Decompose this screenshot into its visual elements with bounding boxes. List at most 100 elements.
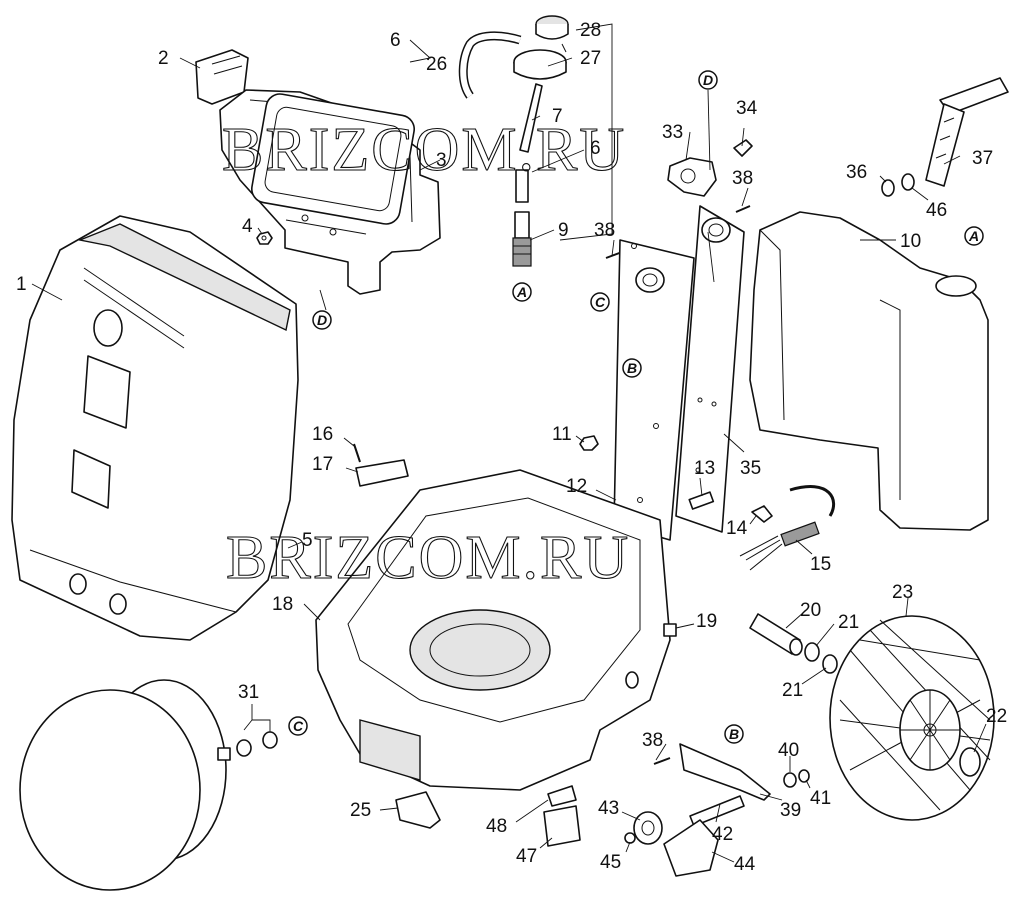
label-42: 42 [712,824,733,845]
part-12-frame-plate [613,239,695,541]
label-9: 9 [558,220,569,241]
part-35-frame-plate [675,205,745,533]
part-36-46-washers [881,173,915,197]
label-45: 45 [600,852,621,873]
label-17: 17 [312,454,333,475]
label-11: 11 [552,424,572,445]
part-14-clip [751,505,773,523]
label-21-a: 21 [838,612,859,633]
part-13-bolt [688,491,715,510]
label-38-a: 38 [732,168,753,189]
part-21-washers [804,642,838,674]
part-19-clip [663,623,677,637]
part-1-front-cover [11,215,299,641]
ref-D-left: D [312,310,332,330]
part-47-valve [543,805,581,847]
label-31: 31 [238,682,259,703]
ref-B-plate: B [622,358,642,378]
part-34-clip [733,139,753,157]
label-26: 26 [426,54,447,75]
part-16-17-bracket [353,443,409,487]
part-39-bracket [679,743,771,801]
label-7: 7 [552,106,563,127]
label-28: 28 [580,20,601,41]
svg-text:C: C [293,718,304,734]
part-15-power-cable [739,485,836,571]
label-44: 44 [734,854,756,875]
label-21-b: 21 [782,680,803,701]
label-37: 37 [972,148,993,169]
label-13: 13 [694,458,715,479]
part-27-28-filler-cap [513,15,569,80]
svg-text:B: B [627,360,637,376]
svg-text:A: A [968,228,979,244]
part-4-nut [256,231,273,245]
label-35: 35 [740,458,761,479]
part-3-handle-bracket [219,89,441,295]
part-7-9-filter-tube [512,83,543,267]
label-16: 16 [312,424,333,445]
label-47: 47 [516,846,537,867]
label-48: 48 [486,816,507,837]
label-20: 20 [800,600,821,621]
label-12: 12 [566,476,587,497]
part-23-wheel [829,615,995,821]
label-41: 41 [810,788,831,809]
ref-A-tank: A [964,226,984,246]
label-36: 36 [846,162,867,183]
svg-text:A: A [516,284,527,300]
part-31-hose-reel [19,679,278,891]
ref-B-bracket: B [724,724,744,744]
svg-text:D: D [703,72,713,88]
label-6-mid: 6 [590,138,601,159]
part-11-nut [579,435,599,451]
label-6-top: 6 [390,30,401,51]
label-2: 2 [158,48,169,69]
label-5: 5 [302,530,313,551]
label-33: 33 [662,122,683,143]
svg-text:C: C [595,294,606,310]
part-37-crank-handle [925,77,1009,187]
label-38-c: 38 [642,730,663,751]
ref-C-plate: C [590,292,610,312]
ref-A-filter: A [512,282,532,302]
part-25-foot [395,791,441,829]
part-43-roller [633,811,663,845]
watermarks: BRIZCOM.RU BRIZCOM.RU [221,115,630,592]
svg-text:D: D [317,312,327,328]
part-number-labels: 2 6 26 28 27 7 6 3 4 9 33 34 37 36 46 38… [16,20,1007,875]
ref-C-reel: C [288,716,308,736]
reference-callouts: D D A A C C B B [288,70,984,744]
label-43: 43 [598,798,619,819]
part-10-water-tank [749,211,989,531]
part-42-axle-pin [689,795,745,827]
part-26-hose [458,31,522,99]
part-48-fitting [547,785,577,807]
label-10: 10 [900,231,921,252]
label-15: 15 [810,554,831,575]
part-44-caster-housing [663,819,719,877]
watermark-middle: BRIZCOM.RU [226,524,630,592]
part-22-hubcap [959,747,981,777]
part-45-cap [624,832,636,844]
label-23: 23 [892,582,913,603]
label-4: 4 [242,216,253,237]
label-1: 1 [16,274,27,295]
label-14: 14 [726,518,748,539]
watermark-top: BRIZCOM.RU [222,116,626,184]
label-25: 25 [350,800,371,821]
svg-text:B: B [729,726,739,742]
label-39: 39 [780,800,801,821]
label-34: 34 [736,98,758,119]
label-18: 18 [272,594,293,615]
ref-D-top: D [698,70,718,90]
label-3: 3 [436,150,447,171]
part-20-axle [749,613,803,656]
label-22: 22 [986,706,1007,727]
part-33-fitting [667,157,717,197]
leader-lines [31,23,987,863]
label-38-b: 38 [594,220,615,241]
label-19: 19 [696,611,717,632]
label-40: 40 [778,740,799,761]
